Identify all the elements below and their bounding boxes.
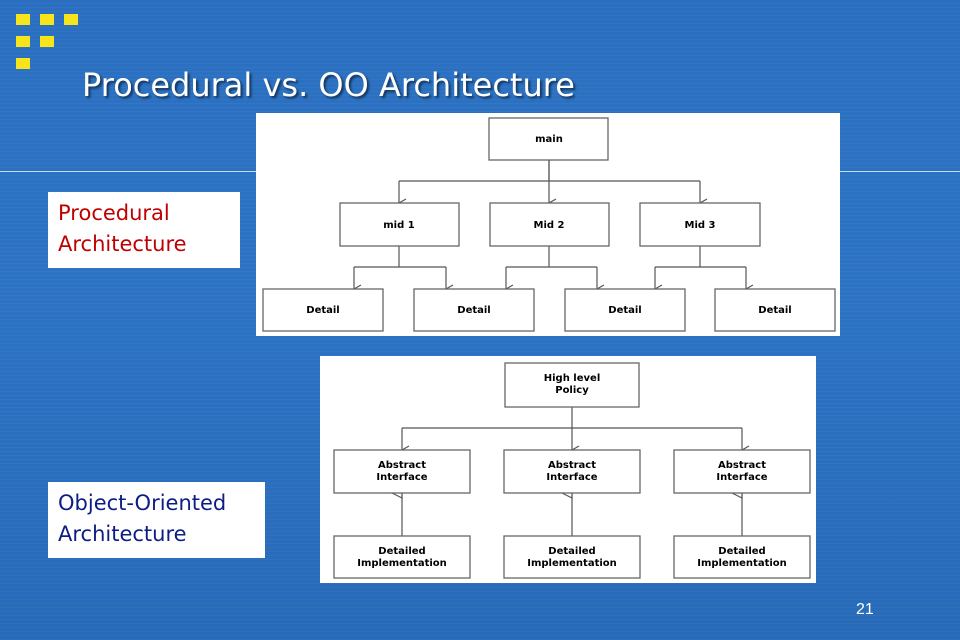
node-abstract-label: Abstract — [718, 460, 766, 471]
oo-label-line: Object-Oriented — [58, 491, 227, 515]
node-abstract-interface-3 — [673, 449, 811, 494]
node-implementation-label: Detailed — [378, 546, 425, 557]
node-detailed-implementation-1 — [333, 535, 471, 579]
node-abstract-label: Interface — [376, 472, 427, 483]
node-detail-label: Detail — [306, 305, 339, 316]
node-abstract-label: Abstract — [378, 460, 426, 471]
node-mid-1 — [339, 202, 460, 247]
page-number: 21 — [856, 601, 874, 618]
node-policy-label: High level — [544, 373, 601, 384]
oo-label-line: Architecture — [58, 522, 187, 546]
node-mid-label: Mid 3 — [685, 220, 716, 231]
node-mid-3 — [639, 202, 761, 247]
node-abstract-label: Interface — [716, 472, 767, 483]
procedural-label-line: Architecture — [58, 232, 187, 256]
node-detail-4 — [714, 288, 836, 332]
node-mid-label: mid 1 — [383, 220, 414, 231]
node-policy-label: Policy — [555, 385, 589, 396]
node-implementation-label: Implementation — [697, 558, 787, 569]
node-mid-label: Mid 2 — [534, 220, 565, 231]
node-detail-label: Detail — [608, 305, 641, 316]
node-detail-label: Detail — [758, 305, 791, 316]
slide-title: Procedural vs. OO Architecture — [82, 66, 575, 104]
node-abstract-label: Abstract — [548, 460, 596, 471]
oo-diagram: High level Policy Abstract Interface Abs… — [320, 356, 816, 583]
node-detailed-implementation-3 — [673, 535, 811, 579]
node-implementation-label: Implementation — [527, 558, 617, 569]
procedural-diagram: main mid 1 Mid 2 Mid 3 Detail Detail Det… — [256, 113, 840, 336]
node-detail-label: Detail — [457, 305, 490, 316]
procedural-label-line: Procedural — [58, 201, 170, 225]
oo-label: Object-Oriented Architecture — [48, 482, 265, 558]
node-main-label: main — [535, 134, 563, 145]
node-high-level-policy — [504, 362, 640, 408]
node-detail-1 — [262, 288, 384, 332]
node-detail-2 — [413, 288, 535, 332]
node-implementation-label: Detailed — [718, 546, 765, 557]
node-mid-2 — [489, 202, 610, 247]
node-implementation-label: Implementation — [357, 558, 447, 569]
node-abstract-interface-2 — [503, 449, 641, 494]
procedural-label: Procedural Architecture — [48, 192, 240, 268]
node-abstract-label: Interface — [546, 472, 597, 483]
node-detail-3 — [564, 288, 686, 332]
node-detailed-implementation-2 — [503, 535, 641, 579]
node-abstract-interface-1 — [333, 449, 471, 494]
node-main — [488, 117, 609, 161]
node-implementation-label: Detailed — [548, 546, 595, 557]
logo-squares-icon — [16, 14, 82, 72]
